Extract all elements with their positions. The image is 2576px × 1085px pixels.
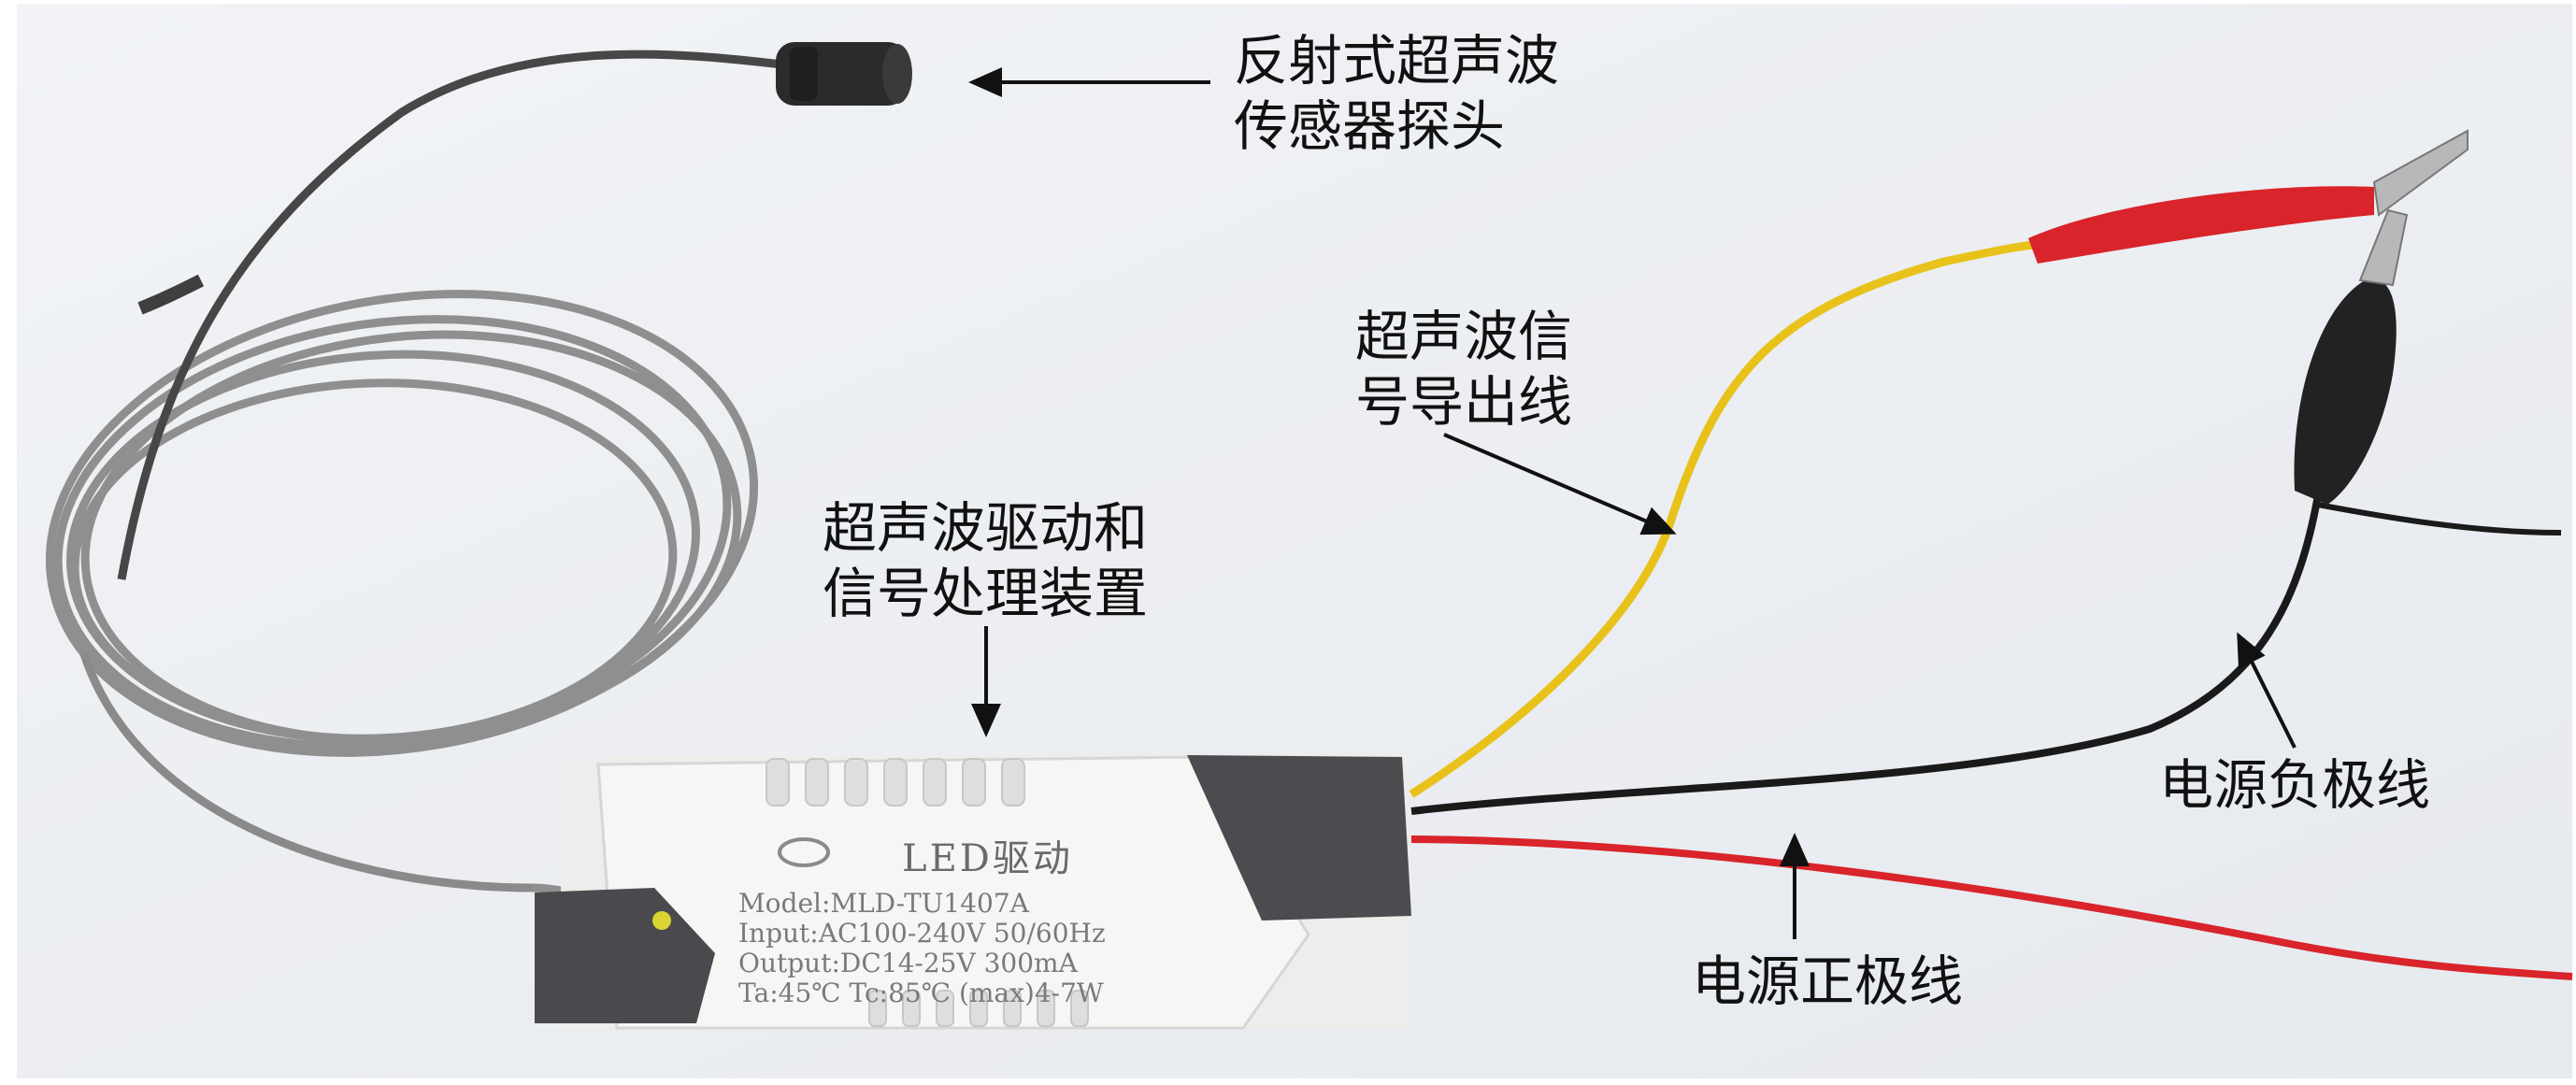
red-wire	[1410, 835, 2573, 980]
arrow-signal-wire	[1443, 433, 1677, 535]
black-clip	[2294, 208, 2409, 505]
device-rating: Ta:45℃ Tc:85℃ (max)4-7W	[738, 978, 1104, 1008]
label-driver-line1: 超声波驱动和	[823, 496, 1149, 560]
label-negative: 电源负极线	[2159, 753, 2431, 817]
label-driver-line2: 信号处理装置	[823, 562, 1149, 625]
probe-cable	[117, 50, 791, 580]
annotation-arrows	[968, 67, 2297, 939]
device-model: Model:MLD-TU1407A	[738, 888, 1029, 919]
label-probe-line1: 反射式超声波	[1234, 29, 1560, 93]
red-clip	[2028, 129, 2469, 264]
arrow-negative	[2237, 632, 2297, 749]
label-signal-wire-line1: 超声波信	[1355, 305, 1573, 368]
label-signal-wire-line2: 号导出线	[1355, 370, 1573, 434]
sensor-probe	[776, 42, 912, 106]
device-output: Output:DC14-25V 300mA	[738, 948, 1078, 978]
black-wire	[1410, 494, 2322, 815]
brand-logo	[778, 837, 830, 867]
driver-device	[535, 752, 1411, 1033]
label-probe-line2: 传感器探头	[1234, 94, 1506, 158]
yellow-wire	[1409, 240, 2039, 798]
device-input: Input:AC100-240V 50/60Hz	[738, 918, 1106, 949]
led-indicator	[652, 911, 671, 930]
label-positive: 电源正极线	[1692, 949, 1964, 1013]
device-brand: LED驱动	[902, 837, 1073, 880]
